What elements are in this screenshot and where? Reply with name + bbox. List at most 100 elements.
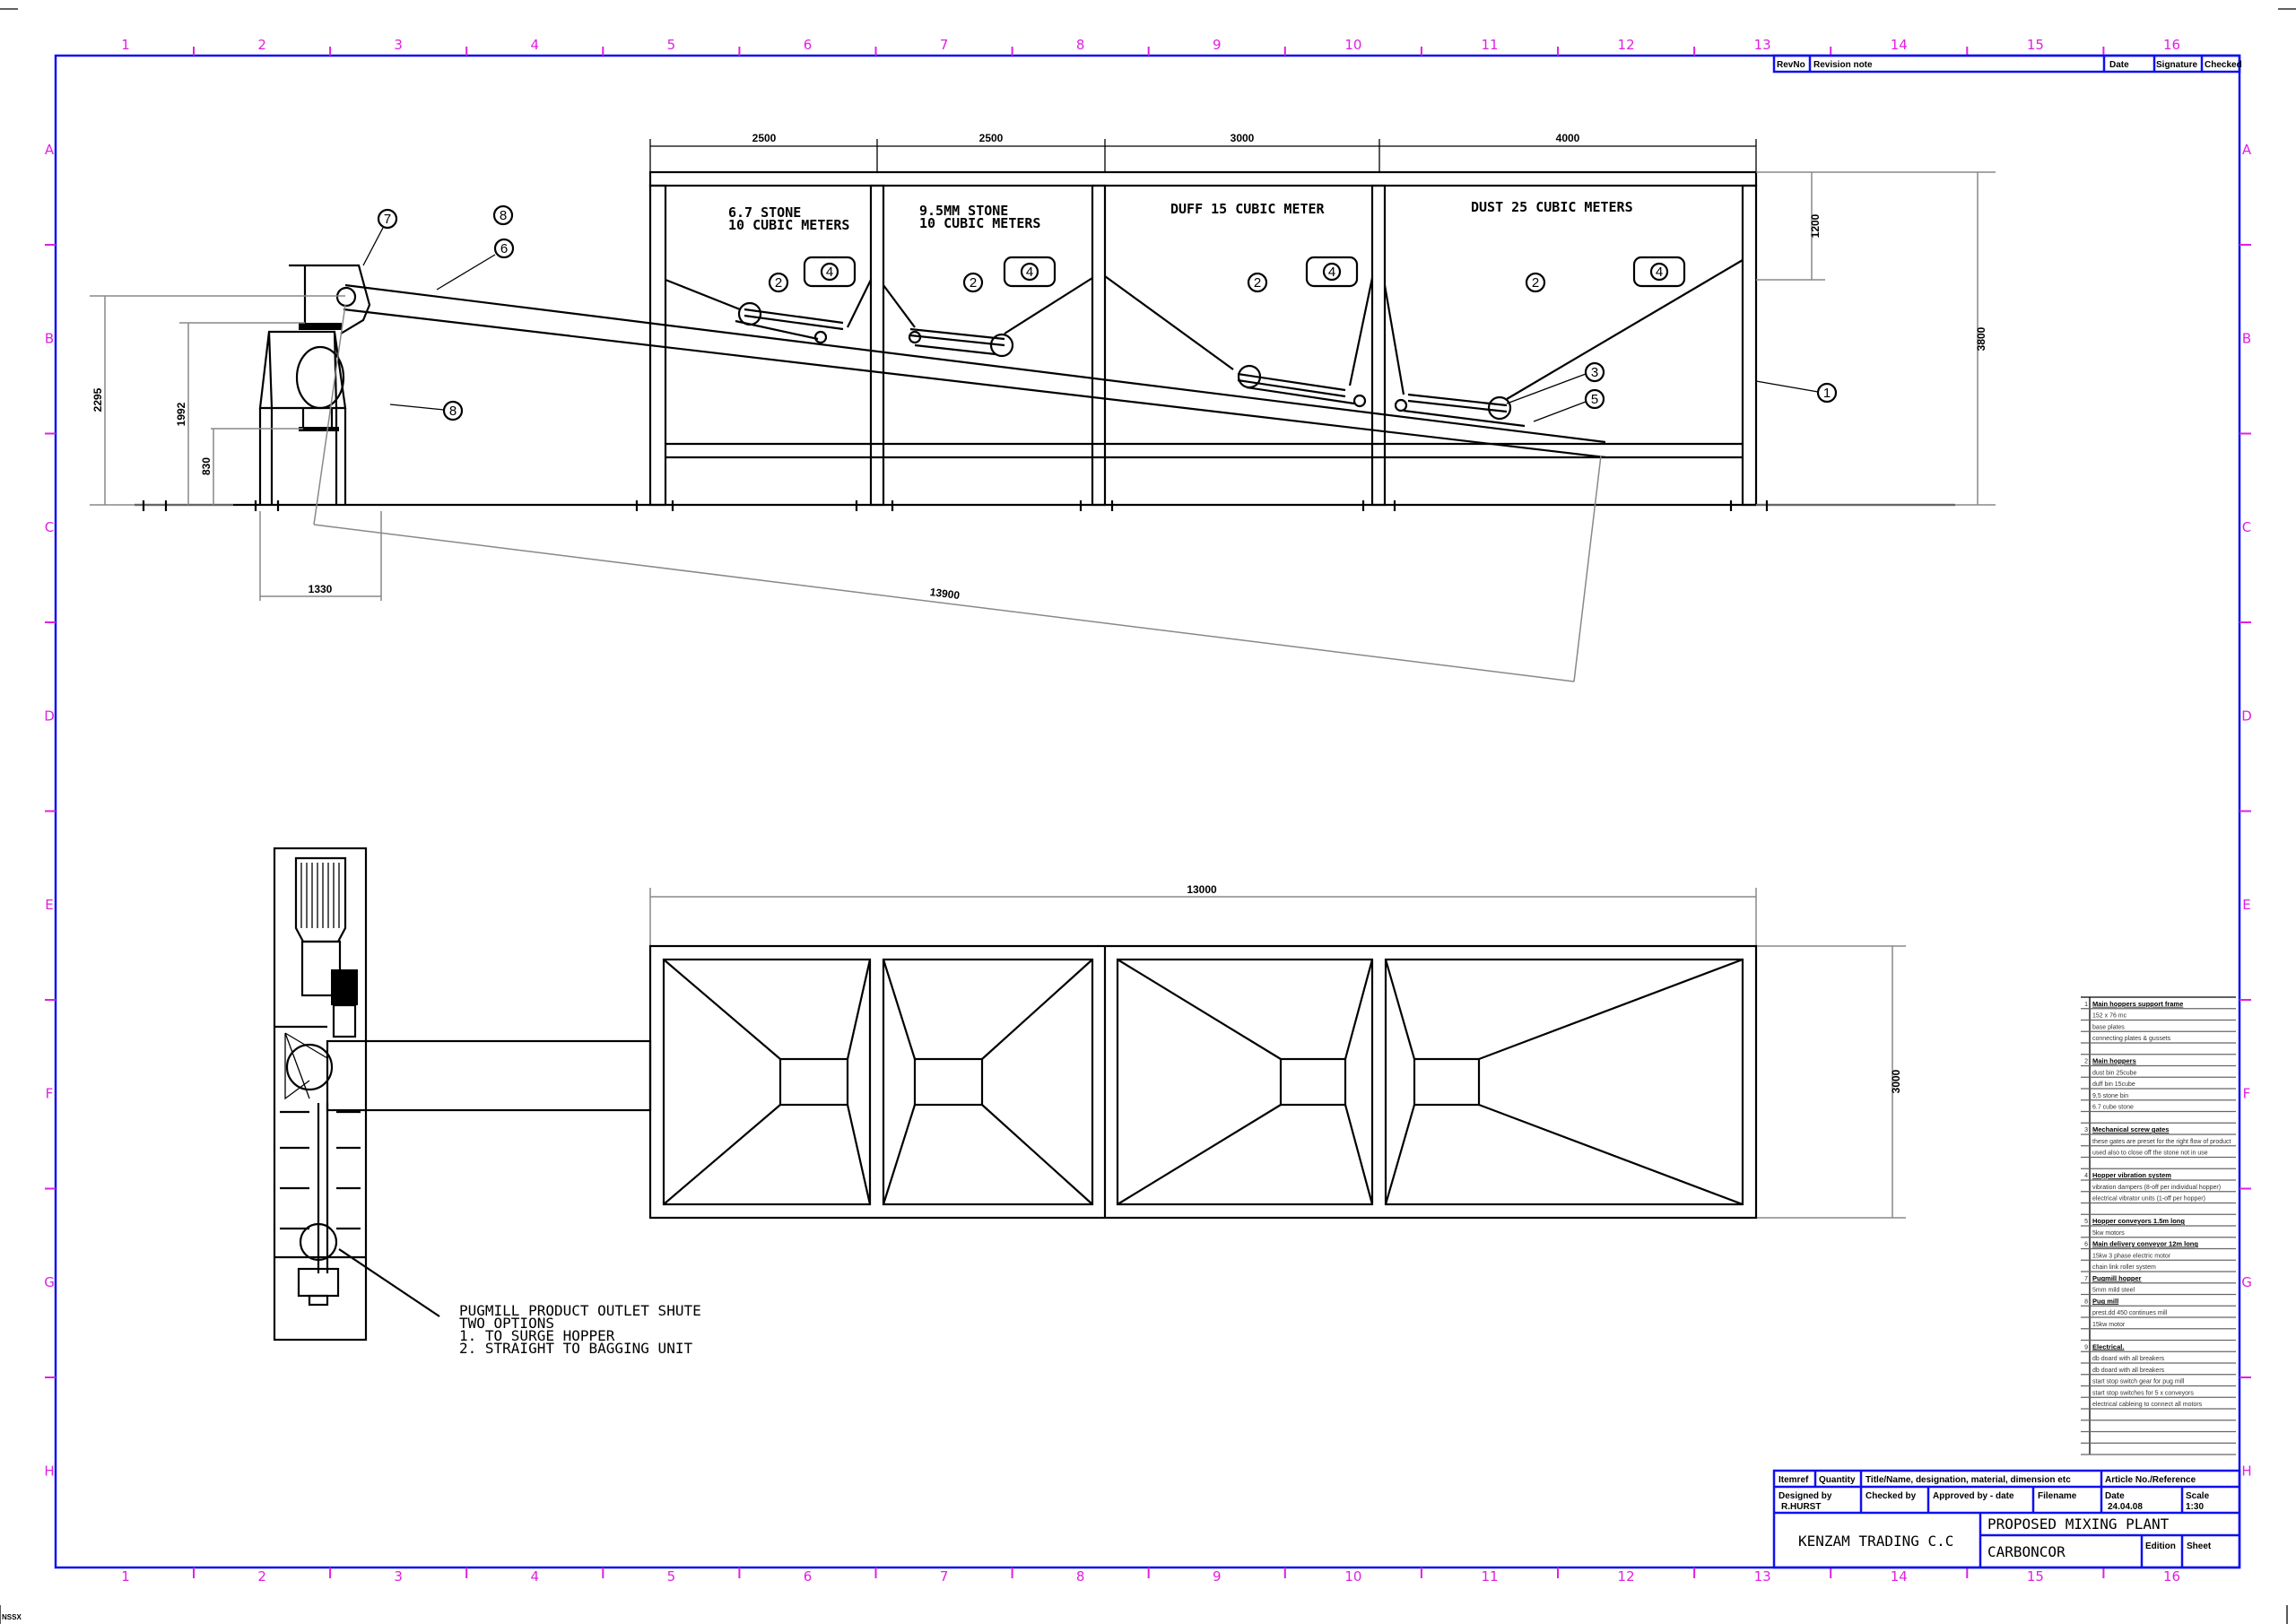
quantity-header: Quantity xyxy=(1819,1475,1856,1485)
grid-column-label: 10 xyxy=(1344,1568,1361,1585)
parts-item-number: 3 xyxy=(2084,1127,2088,1133)
outlet-note-1: PUGMILL PRODUCT OUTLET SHUTE xyxy=(459,1302,701,1319)
elevation-view: 2500 2500 3000 4000 3800 1200 2295 1992 … xyxy=(90,132,1996,682)
grid-column-label: 1 xyxy=(121,1568,130,1585)
grid-row-label: G xyxy=(2241,1274,2252,1290)
conveyor-head-pulley xyxy=(335,286,357,308)
bin1-label-1: 6.7 STONE xyxy=(728,204,801,221)
main-conveyor xyxy=(343,283,1606,459)
revision-header: RevNo Revision note Date Signature Check… xyxy=(1772,54,2242,74)
balloon-4-text: 4 xyxy=(1656,265,1663,280)
balloon-2: 2 xyxy=(768,272,789,293)
grid-column-label: 14 xyxy=(1891,37,1908,53)
dim-bin4: 4000 xyxy=(1556,132,1580,144)
balloon-4: 4 xyxy=(1632,256,1686,288)
grid-row-label: G xyxy=(44,1274,55,1290)
plan-view: 13000 3000 xyxy=(273,847,1906,1357)
dim-bin3: 3000 xyxy=(1231,132,1255,144)
edition-label: Edition xyxy=(2145,1541,2176,1551)
grid-column-label: 15 xyxy=(2027,37,2044,53)
parts-list-item: 15kw motor xyxy=(2092,1322,2126,1328)
parts-item-number: 7 xyxy=(2084,1276,2088,1282)
balloon-5-text: 5 xyxy=(1591,392,1598,407)
dim-2295: 2295 xyxy=(91,387,104,412)
drawing-border xyxy=(54,54,2241,1569)
balloon-6-text: 6 xyxy=(500,241,508,256)
grid-column-label: 15 xyxy=(2027,1568,2044,1585)
parts-list-item: start stop switch gear for pug mill xyxy=(2092,1379,2185,1385)
balloon-8: 8 xyxy=(389,400,464,421)
grid-row-label: C xyxy=(2242,519,2251,535)
grid-row-label: B xyxy=(45,331,54,347)
dim-1330: 1330 xyxy=(309,583,333,595)
parts-list-item: Main hoppers xyxy=(2092,1057,2136,1065)
parts-list-item: db doard with all breakers xyxy=(2092,1368,2165,1374)
plan-hoppers xyxy=(662,958,1744,1206)
balloon-2: 2 xyxy=(1247,272,1268,293)
parts-list-item: start stop switches for 5 x conveyors xyxy=(2092,1390,2194,1396)
balloon-6: 6 xyxy=(436,238,515,291)
grid-column-label: 6 xyxy=(804,1568,813,1585)
grid-column-label: 14 xyxy=(1891,1568,1908,1585)
grid-row-label: D xyxy=(44,708,55,725)
parts-list-item: electrical vibrator units (1-off per hop… xyxy=(2092,1196,2205,1203)
balloon-8: 8 xyxy=(492,204,514,226)
dim-top: 1200 xyxy=(1809,213,1822,238)
drawing-title: PROPOSED MIXING PLANT xyxy=(1987,1515,2170,1533)
dim-plan-length: 13000 xyxy=(1187,883,1217,896)
parts-list-item: vibration dampers (8-off per individual … xyxy=(2092,1185,2221,1191)
grid-column-label: 2 xyxy=(257,37,266,53)
parts-list-item: 6.7 cube stone xyxy=(2092,1105,2134,1111)
bin3-label: DUFF 15 CUBIC METER xyxy=(1170,201,1326,217)
parts-list-item: prest.dd 450 continues mill xyxy=(2092,1310,2168,1316)
pugmill-elevation xyxy=(258,264,371,505)
balloon-1-text: 1 xyxy=(1823,386,1831,401)
grid-column-label: 2 xyxy=(257,1568,266,1585)
dim-13900: 13900 xyxy=(929,586,961,602)
balloon-2-text: 2 xyxy=(1254,275,1261,291)
outlet-note-2: TWO OPTIONS xyxy=(459,1315,554,1332)
grid-column-label: 16 xyxy=(2163,1568,2180,1585)
grid-column-label: 3 xyxy=(394,37,403,53)
balloon-8-text: 8 xyxy=(449,404,457,419)
parts-list-item: Mechanical screw gates xyxy=(2092,1125,2169,1133)
balloon-7: 7 xyxy=(362,208,398,266)
designed-by-value: R.HURST xyxy=(1781,1502,1821,1512)
grid-column-label: 7 xyxy=(940,1568,949,1585)
company-name: KENZAM TRADING C.C xyxy=(1798,1533,1953,1550)
parts-item-number: 5 xyxy=(2084,1219,2088,1225)
grid-row-label: E xyxy=(45,897,53,913)
corner-marks xyxy=(0,8,2296,1624)
parts-list-item: Hopper conveyors 1.5m long xyxy=(2092,1217,2185,1225)
parts-list-item: used also to close off the stone not in … xyxy=(2092,1151,2208,1157)
balloon-4-text: 4 xyxy=(826,265,833,280)
grid-column-label: 1 xyxy=(121,37,130,53)
dim-bin1: 2500 xyxy=(752,132,777,144)
hopper-conveyors xyxy=(735,301,1526,428)
checked-by-label: Checked by xyxy=(1866,1491,1917,1501)
article-header: Article No./Reference xyxy=(2105,1475,2196,1485)
parts-item-number: 9 xyxy=(2084,1344,2088,1350)
sheet-label: Sheet xyxy=(2187,1541,2212,1551)
bin2-label-2: 10 CUBIC METERS xyxy=(919,215,1040,231)
balloon-7-text: 7 xyxy=(384,212,391,227)
parts-item-number: 4 xyxy=(2084,1173,2088,1179)
grid-row-label: A xyxy=(45,142,55,158)
parts-list-item: 15kw 3 phase electric motor xyxy=(2092,1253,2171,1259)
parts-list-item: connecting plates & gussets xyxy=(2092,1036,2171,1042)
balloon-4-text: 4 xyxy=(1026,265,1033,280)
grid-column-label: 8 xyxy=(1076,37,1085,53)
grid-column-label: 5 xyxy=(667,1568,676,1585)
balloon-1: 1 xyxy=(1755,380,1838,404)
elevation-dimensions xyxy=(90,139,1996,682)
parts-list-item: chain link roller system xyxy=(2092,1264,2156,1271)
balloon-2: 2 xyxy=(1525,272,1546,293)
parts-list-item: 152 x 76 mc xyxy=(2092,1013,2127,1020)
grid-column-label: 8 xyxy=(1076,1568,1085,1585)
rev-no-header: RevNo xyxy=(1777,60,1805,70)
grid-column-label: 12 xyxy=(1618,1568,1635,1585)
hopper-slopes xyxy=(665,259,1744,400)
balloon-4: 4 xyxy=(803,256,857,288)
parts-list-item: these gates are preset for the right flo… xyxy=(2092,1139,2231,1145)
